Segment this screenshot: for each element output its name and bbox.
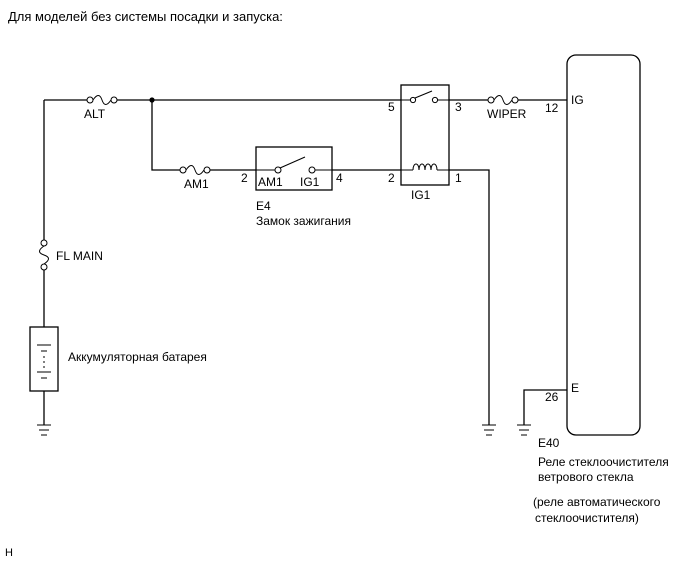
relay-pin-3: 3	[455, 100, 462, 114]
ground-symbol-relay	[482, 424, 496, 436]
footer-code: H	[5, 547, 13, 559]
wire-branch-am1	[151, 100, 180, 171]
fuse-fl-main-label: FL MAIN	[56, 249, 103, 263]
fuse-am1: AM1	[179, 165, 211, 191]
fuse-wiper-label: WIPER	[487, 107, 527, 121]
battery: Аккумуляторная батарея	[29, 326, 207, 392]
e40-pin-ig-label: IG	[571, 93, 584, 107]
e40-note-line2: стеклоочистителя)	[535, 511, 639, 525]
relay-name: IG1	[411, 188, 431, 202]
switch-pin-ig1-label: IG1	[300, 175, 320, 189]
switch-pin-2: 2	[241, 171, 248, 185]
switch-name: Замок зажигания	[256, 214, 351, 228]
junction-dot	[149, 97, 155, 103]
relay-pin-2: 2	[388, 171, 395, 185]
e40-pin-e-label: E	[571, 381, 579, 395]
battery-label: Аккумуляторная батарея	[68, 350, 207, 364]
fuse-am1-label: AM1	[184, 177, 209, 191]
switch-pin-am1-label: AM1	[258, 175, 283, 189]
ground-symbol-e40	[517, 424, 531, 436]
e40-code: E40	[538, 436, 560, 450]
e40-name-line1: Реле стеклоочистителя	[538, 455, 669, 469]
wire-relay-ground	[449, 169, 490, 425]
fuse-wiper: WIPER	[487, 95, 527, 121]
e40-pin-12: 12	[545, 101, 559, 115]
wiper-relay-e40: IG 12 E 26 E40 Реле стеклоочистителя вет…	[533, 54, 669, 525]
e40-note-line1: (реле автоматического	[533, 495, 661, 509]
fuse-alt: ALT	[84, 95, 118, 121]
fuse-fl-main: FL MAIN	[39, 239, 103, 271]
switch-code: E4	[256, 199, 271, 213]
e40-name-line2: ветрового стекла	[538, 470, 634, 484]
ig1-relay: 5 3 2 1 IG1	[388, 84, 462, 202]
e40-pin-26: 26	[545, 390, 559, 404]
fuse-alt-label: ALT	[84, 107, 106, 121]
relay-pin-1: 1	[455, 171, 462, 185]
wire-e40-ground	[523, 389, 567, 425]
relay-pin-5: 5	[388, 100, 395, 114]
ground-symbol-battery	[37, 424, 51, 436]
ignition-switch: AM1 IG1 2 4 E4 Замок зажигания	[241, 146, 351, 228]
diagram-title: Для моделей без системы посадки и запуск…	[8, 9, 283, 24]
switch-pin-4: 4	[336, 171, 343, 185]
